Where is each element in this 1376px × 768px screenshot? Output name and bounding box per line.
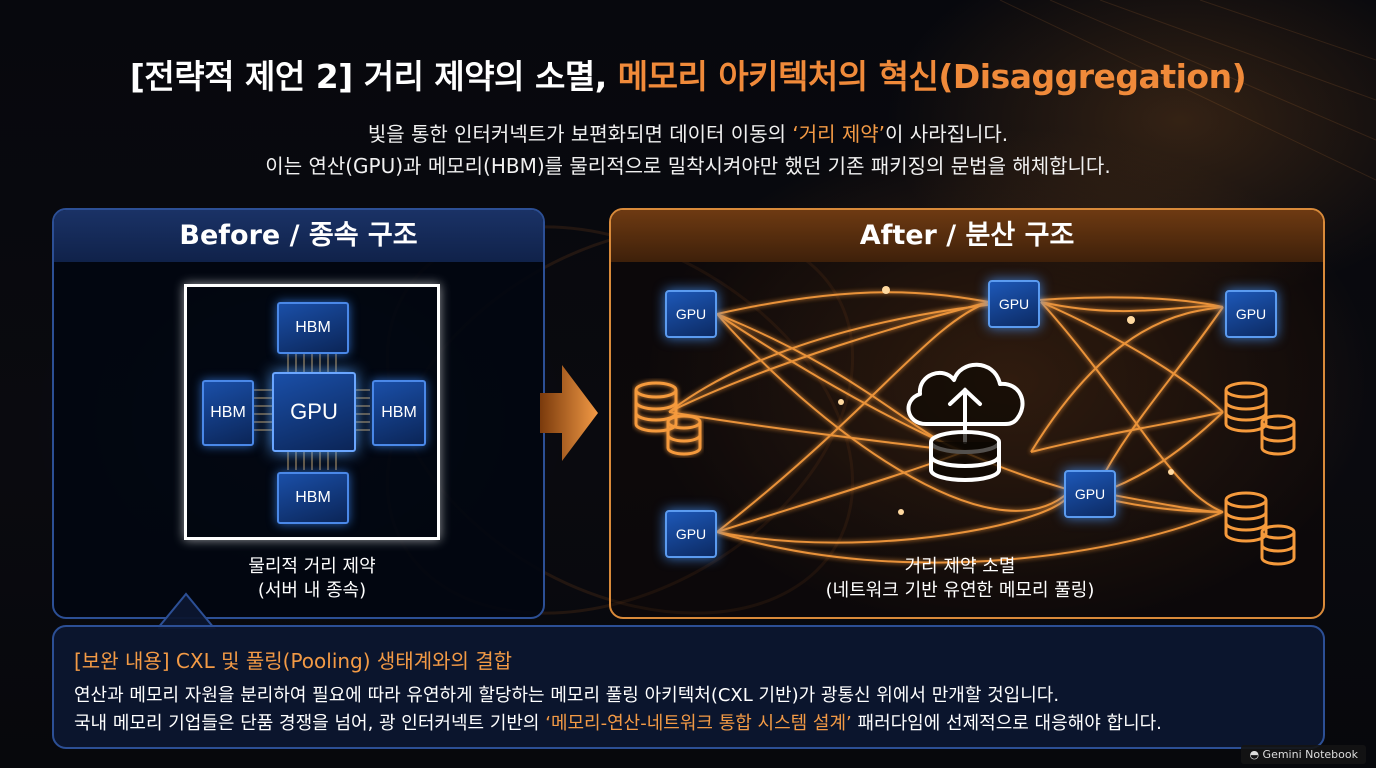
subtitle-line-1-highlight: ‘거리 제약’	[792, 122, 886, 146]
gpu-node-3-label: GPU	[1235, 306, 1267, 322]
before-caption-line-2: (서버 내 종속)	[257, 580, 367, 601]
supplement-line-2-highlight: ‘메모리-연산-네트워크 통합 시스템 설계’	[545, 713, 852, 734]
hbm-chip-bottom: HBM	[277, 472, 349, 524]
hbm-label-top: HBM	[295, 319, 331, 336]
memory-database-icon-right-top	[1224, 381, 1296, 456]
hbm-chip-left: HBM	[202, 380, 254, 446]
after-caption-line-2: (네트워크 기반 유연한 메모리 풀링)	[825, 580, 1095, 601]
gpu-label-center: GPU	[290, 399, 338, 424]
watermark-text: Gemini Notebook	[1262, 748, 1358, 761]
after-panel: After / 분산 구조	[609, 208, 1325, 619]
subtitle-line-1-post: 이 사라집니다.	[885, 122, 1009, 146]
supplement-line-2-pre: 국내 메모리 기업들은 단품 경쟁을 넘어, 광 인터커넥트 기반의	[74, 713, 546, 734]
gpu-node-3: GPU	[1225, 290, 1277, 338]
supplement-line-1: 연산과 메모리 자원을 분리하여 필요에 따라 유연하게 할당하는 메모리 풀링…	[74, 685, 1060, 706]
before-caption: 물리적 거리 제약 (서버 내 종속)	[184, 555, 440, 603]
page-title: [전략적 제언 2] 거리 제약의 소멸, 메모리 아키텍처의 혁신(Disag…	[0, 50, 1376, 98]
before-caption-line-1: 물리적 거리 제약	[248, 556, 376, 577]
before-panel-header: Before / 종속 구조	[54, 210, 543, 262]
gpu-node-1: GPU	[665, 290, 717, 338]
supplement-title: [보완 내용] CXL 및 풀링(Pooling) 생태계와의 결합	[74, 649, 513, 673]
notebook-icon: ◓	[1249, 748, 1263, 761]
after-caption: 거리 제약 소멸 (네트워크 기반 유연한 메모리 풀링)	[800, 555, 1120, 603]
subtitle-line-1-pre: 빛을 통한 인터커넥트가 보편화되면 데이터 이동의	[367, 122, 793, 146]
cloud-upload-storage-icon	[906, 362, 1025, 482]
supplement-line-2: 국내 메모리 기업들은 단품 경쟁을 넘어, 광 인터커넥트 기반의 ‘메모리-…	[74, 709, 1162, 735]
gpu-node-4-label: GPU	[675, 526, 707, 542]
subtitle-line-2: 이는 연산(GPU)과 메모리(HBM)를 물리적으로 밀착시켜야만 했던 기존…	[265, 154, 1111, 178]
supplement-box: [보완 내용] CXL 및 풀링(Pooling) 생태계와의 결합 연산과 메…	[52, 625, 1325, 749]
transition-arrow-icon	[540, 365, 598, 461]
gpu-node-2-label: GPU	[998, 296, 1030, 312]
supplement-line-2-post: 패러다임에 선제적으로 대응해야 합니다.	[851, 713, 1162, 734]
gpu-node-4: GPU	[665, 510, 717, 558]
hbm-label-right: HBM	[381, 404, 417, 421]
gpu-node-2: GPU	[988, 280, 1040, 328]
memory-database-icon-right-bottom	[1224, 491, 1296, 566]
package-frame	[184, 284, 440, 540]
hbm-label-left: HBM	[210, 404, 246, 421]
subtitle: 빛을 통한 인터커넥트가 보편화되면 데이터 이동의 ‘거리 제약’이 사라집니…	[0, 118, 1376, 182]
hbm-chip-top: HBM	[277, 302, 349, 354]
callout-notch	[158, 592, 217, 629]
watermark: ◓ Gemini Notebook	[1241, 745, 1366, 764]
title-highlight: 메모리 아키텍처의 혁신(Disaggregation)	[617, 57, 1247, 96]
hbm-chip-right: HBM	[372, 380, 426, 446]
after-caption-line-1: 거리 제약 소멸	[904, 556, 1016, 577]
subtitle-line-1: 빛을 통한 인터커넥트가 보편화되면 데이터 이동의 ‘거리 제약’이 사라집니…	[0, 118, 1376, 150]
gpu-node-1-label: GPU	[675, 306, 707, 322]
gpu-node-5: GPU	[1064, 470, 1116, 518]
title-main: [전략적 제언 2] 거리 제약의 소멸,	[129, 57, 618, 96]
gpu-node-5-label: GPU	[1074, 486, 1106, 502]
memory-database-icon-left	[634, 381, 702, 456]
after-panel-header: After / 분산 구조	[611, 210, 1323, 262]
gpu-chip-center: GPU	[272, 372, 356, 452]
hbm-label-bottom: HBM	[295, 489, 331, 506]
